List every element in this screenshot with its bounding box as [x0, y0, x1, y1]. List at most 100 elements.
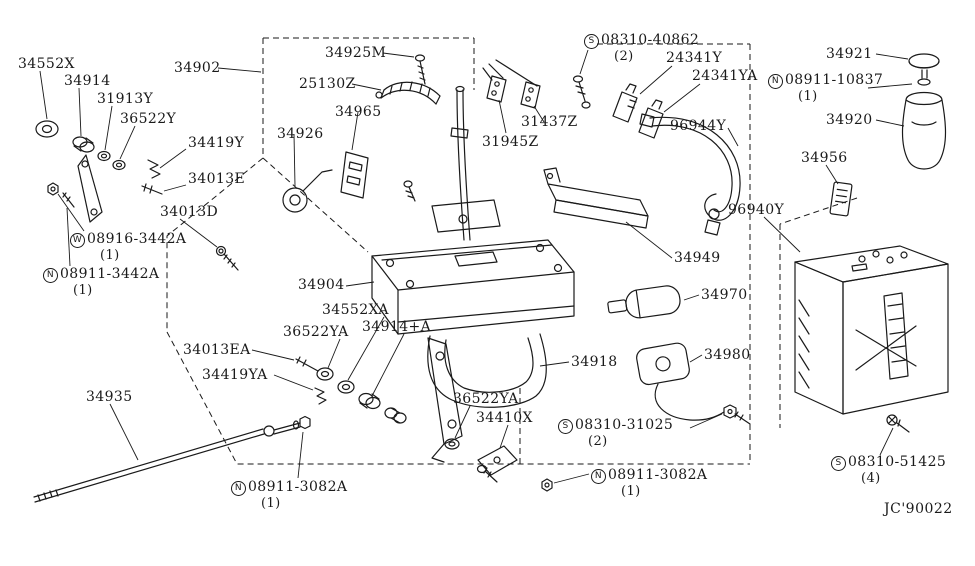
part-number-text: 34013E [188, 171, 246, 187]
part-label-96940y-24: 96940Y [728, 203, 784, 218]
part-number-text: 36522YA [283, 324, 349, 340]
part-number-text: 34552XA [322, 302, 389, 318]
circled-letter-icon: N [591, 469, 606, 484]
part-label-31945z-14: 31945Z [482, 135, 539, 150]
part-label-34914-1: 34914 [64, 74, 111, 89]
part-band-bracket-34949 [544, 168, 648, 228]
part-number-text: 08911-10837 [785, 72, 884, 88]
part-bushing-washer-set [296, 357, 552, 491]
part-label-34419ya-31: 34419YA [202, 368, 268, 383]
part-number-text: 34914+A [362, 319, 432, 335]
circled-letter-icon: S [558, 419, 573, 434]
part-mount-bracket [78, 155, 102, 222]
part-number-text: 34970 [701, 287, 748, 303]
part-label-34920-22: 34920 [826, 113, 873, 128]
part-clip-and-pins [48, 160, 238, 270]
part-plates-31945z [483, 60, 540, 108]
leader-lines [40, 50, 912, 483]
part-quantity-text: (1) [73, 283, 93, 298]
circled-letter-icon: N [768, 74, 783, 89]
part-knob-cap-34921 [909, 54, 939, 85]
circled-letter-icon: N [43, 268, 58, 283]
part-detent-tube [376, 55, 440, 104]
part-lower-housing-34918 [428, 334, 546, 462]
part-label-34419y-4: 34419Y [188, 136, 244, 151]
part-number-text: 24341YA [692, 68, 758, 84]
part-number-text: 34925M [325, 45, 387, 61]
part-number-text: 08911-3082A [248, 479, 348, 495]
part-number-text: 34410X [476, 410, 533, 426]
part-shift-lever-assembly [432, 87, 500, 241]
part-number-text: 34552X [18, 56, 75, 72]
part-number-text: 08911-3082A [608, 467, 708, 483]
part-label-34925m-10: 34925M [325, 46, 386, 61]
part-label-34970-33: 34970 [701, 288, 748, 303]
part-label-34552xa-27: 34552XA [322, 303, 389, 318]
part-label-34921-21: 34921 [826, 47, 873, 62]
part-base-plate [372, 240, 574, 334]
part-label-34552x-0: 34552X [18, 57, 75, 72]
part-quantity-text: (4) [861, 471, 881, 486]
part-number-text: 31437Z [521, 114, 578, 130]
part-cable-loop-96944y [640, 114, 740, 235]
part-label-34965-12: 34965 [335, 105, 382, 120]
part-shift-knob-34920 [903, 93, 946, 170]
part-label-34914a-29: 34914+A [362, 320, 431, 335]
drawing-code: JC'90022 [884, 501, 953, 517]
part-number-text: 36522YA [453, 391, 519, 407]
part-number-text: 34419Y [188, 135, 245, 151]
part-number-text: 34013D [160, 204, 219, 220]
part-number-text: 34904 [298, 277, 345, 293]
part-number-text: 08310-40862 [601, 32, 700, 48]
part-number-text: 24341Y [666, 50, 723, 66]
part-number-text: 34965 [335, 104, 382, 120]
part-number-text: 34956 [801, 150, 848, 166]
part-label-34410x-37: 34410X [476, 411, 533, 426]
part-number-text: 34949 [674, 250, 721, 266]
part-clamp-34926 [283, 170, 332, 212]
part-quantity-text: (1) [261, 496, 281, 511]
circled-letter-icon: N [231, 481, 246, 496]
part-label-36522ya-28: 36522YA [283, 325, 349, 340]
part-number-text: 34918 [571, 354, 618, 370]
part-label-34013e-5: 34013E [188, 172, 245, 187]
part-number-text: 34013EA [183, 342, 251, 358]
part-number-text: 34419YA [202, 367, 268, 383]
part-label-31437z-15: 31437Z [521, 115, 578, 130]
part-bracket-34410x [478, 446, 518, 482]
part-number-text: 34914 [64, 73, 111, 89]
part-label-34013ea-30: 34013EA [183, 343, 251, 358]
part-harness-connectors [613, 84, 663, 138]
part-quantity-text: (2) [614, 49, 634, 64]
part-number-text: 96940Y [728, 202, 785, 218]
part-label-24341ya-18: 24341YA [692, 69, 758, 84]
part-bracket-34965 [341, 152, 415, 201]
part-label-96944y-19: 96944Y [670, 119, 726, 134]
part-number-text: 25130Z [299, 76, 356, 92]
part-label-34013d-6: 34013D [160, 205, 218, 220]
part-quantity-text: (1) [100, 248, 120, 263]
part-number-text: 08310-31025 [575, 417, 674, 433]
circled-letter-icon: W [70, 233, 85, 248]
part-number-text: 08310-51425 [848, 454, 947, 470]
part-quantity-text: (1) [798, 89, 818, 104]
part-control-rod-34935 [34, 417, 310, 503]
part-number-text: 34980 [704, 347, 751, 363]
part-number-text: 36522Y [120, 111, 177, 127]
part-number-text: 08916-3442A [87, 231, 187, 247]
part-number-text: 96944Y [670, 118, 727, 134]
part-number-text: 34926 [277, 126, 324, 142]
part-label-34918-32: 34918 [571, 355, 618, 370]
part-card-34956 [830, 182, 852, 216]
part-label-25130z-11: 25130Z [299, 77, 356, 92]
part-number-text: 34920 [826, 112, 873, 128]
part-number-text: 31945Z [482, 134, 539, 150]
